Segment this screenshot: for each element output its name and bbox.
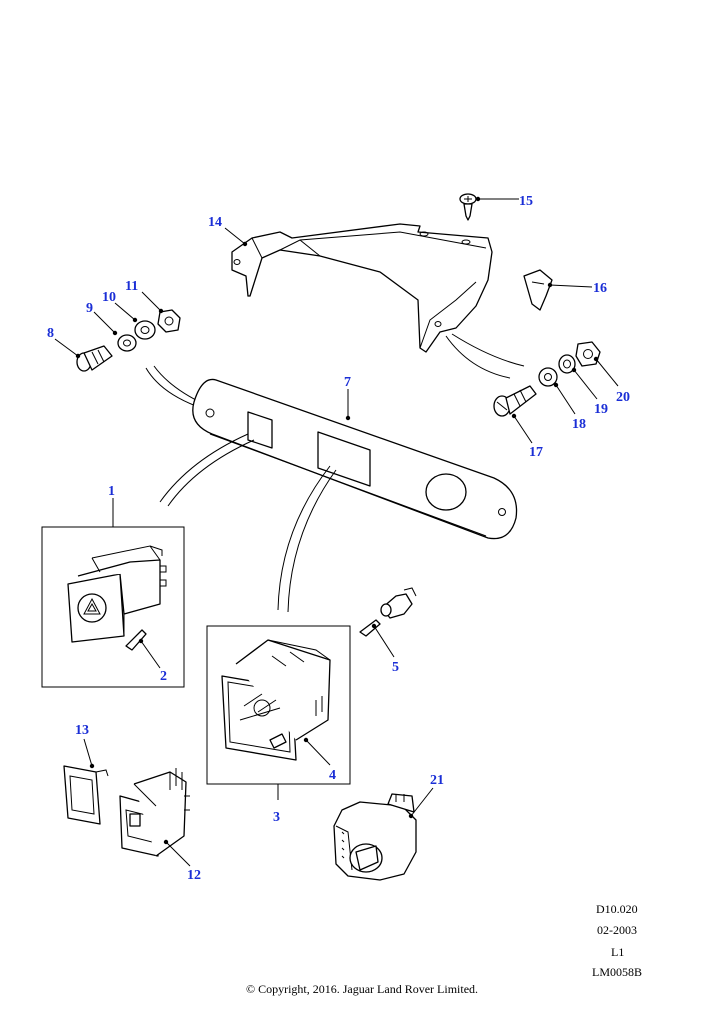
diagram-date: 02-2003	[597, 923, 637, 937]
callout-14: 14	[208, 215, 222, 230]
diagram-code: D10.020	[596, 902, 638, 916]
warning-lamp-part-4	[221, 639, 331, 761]
nut-part-11	[157, 309, 181, 333]
hazard-switch-part-1	[67, 545, 167, 643]
callout-leaders	[54, 196, 619, 867]
screw-part-8	[76, 345, 113, 372]
bulb-part-2	[125, 629, 147, 651]
callout-11: 11	[125, 279, 138, 294]
washer-part-10	[134, 320, 156, 340]
nut-part-20	[575, 341, 601, 367]
callout-7: 7	[344, 375, 351, 390]
callout-4: 4	[329, 768, 336, 783]
callout-3: 3	[273, 810, 280, 825]
screw-part-17	[493, 385, 537, 417]
bulb-part-5	[359, 587, 417, 637]
callout-10: 10	[102, 290, 116, 305]
rotary-switch-part-21	[333, 793, 417, 881]
callout-5: 5	[392, 660, 399, 675]
shroud-bracket	[231, 223, 493, 353]
callout-12: 12	[187, 868, 201, 883]
callout-17: 17	[529, 445, 543, 460]
callout-16: 16	[593, 281, 607, 296]
callout-21: 21	[430, 773, 444, 788]
mounting-plate-part-7	[192, 378, 518, 540]
callout-9: 9	[86, 301, 93, 316]
callout-1: 1	[108, 484, 115, 499]
callout-15: 15	[519, 194, 533, 209]
copyright-notice: © Copyright, 2016. Jaguar Land Rover Lim…	[245, 982, 479, 996]
clip-nut-part-16	[523, 269, 553, 311]
callout-8: 8	[47, 326, 54, 341]
callout-20: 20	[616, 390, 630, 405]
washer-part-18	[538, 367, 558, 387]
callout-18: 18	[572, 417, 586, 432]
spring-washer-part-19	[558, 354, 576, 374]
callout-labels: 1 2 3 4 5 7 8 9 10 11 12 13 14 15 16 17 …	[47, 194, 630, 883]
rocker-switch-part-12	[119, 768, 190, 857]
callout-13: 13	[75, 723, 89, 738]
callout-19: 19	[594, 402, 608, 417]
switch-cap-part-13	[63, 765, 109, 825]
diagram-level: L1	[611, 945, 625, 959]
callout-2: 2	[160, 669, 167, 684]
washer-part-9	[117, 334, 137, 352]
diagram-reference: LM0058B	[592, 965, 643, 979]
screw-part-15	[459, 193, 477, 221]
